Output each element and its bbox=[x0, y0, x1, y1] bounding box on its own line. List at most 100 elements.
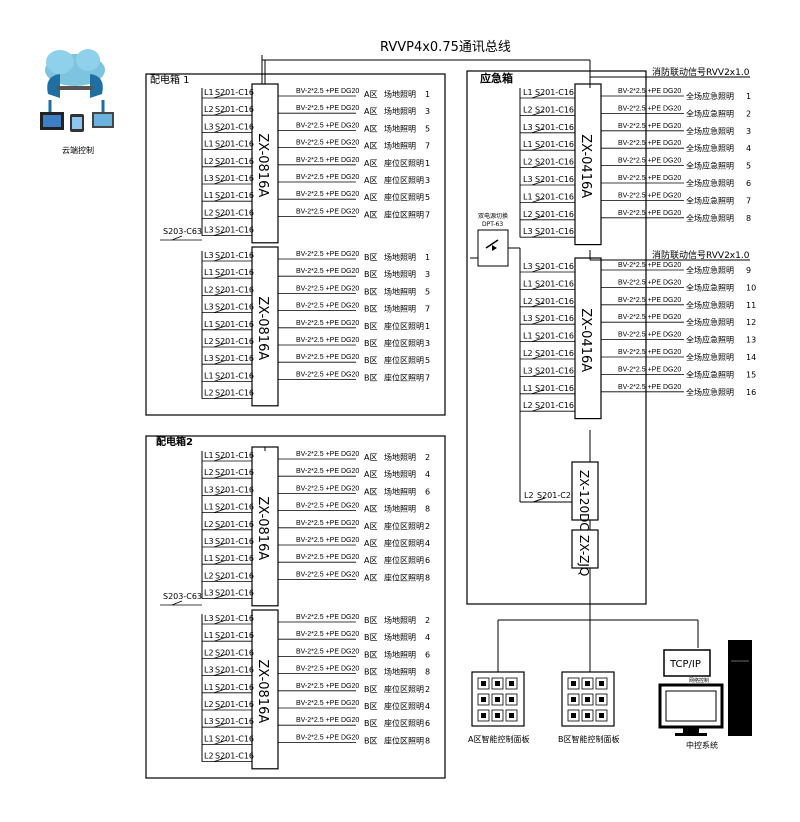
circuit-cable: BV-2*2.5 +PE DG20 bbox=[296, 174, 359, 181]
emergency-breaker-symbol bbox=[531, 232, 545, 238]
circuit-zone: A区 bbox=[364, 176, 377, 185]
circuit-zone: A区 bbox=[364, 193, 377, 202]
circuit-breaker: S201-C16 bbox=[215, 485, 254, 494]
central-sublabel: 网络控制 bbox=[689, 677, 709, 684]
circuit-breaker: S201-C16 bbox=[215, 354, 254, 363]
breaker-switch-symbol bbox=[213, 196, 227, 202]
circuit-cable: BV-2*2.5 +PE DG20 bbox=[296, 371, 359, 378]
cloud-control-icon bbox=[40, 49, 114, 132]
circuit-number: 1 bbox=[425, 253, 430, 262]
emergency-breaker-symbol bbox=[531, 267, 545, 273]
circuit-load: 座位区照明 bbox=[384, 192, 424, 202]
emergency-circuit-number: 16 bbox=[746, 388, 756, 397]
circuit-load: 场地照明 bbox=[384, 469, 416, 479]
emergency-circuit-load: 全场应急照明 bbox=[686, 143, 734, 153]
circuit-phase: L2 bbox=[204, 105, 214, 114]
circuit-load: 座位区照明 bbox=[384, 735, 424, 745]
circuit-phase: L3 bbox=[204, 251, 214, 260]
emergency-module-label: ZX-0416A bbox=[578, 308, 593, 372]
breaker-switch-symbol bbox=[213, 359, 227, 365]
emergency-circuit-phase: L3 bbox=[523, 227, 533, 236]
panel-button-indicator bbox=[495, 713, 500, 718]
circuit-breaker: S201-C16 bbox=[215, 268, 254, 277]
breaker-switch-symbol bbox=[213, 93, 227, 99]
breaker-switch-symbol bbox=[213, 273, 227, 279]
power-module-label: ZX-120DC bbox=[577, 470, 591, 531]
circuit-breaker: S201-C16 bbox=[215, 251, 254, 260]
circuit-zone: A区 bbox=[364, 142, 377, 151]
circuit-breaker: S201-C16 bbox=[215, 451, 254, 460]
circuit-zone: B区 bbox=[364, 719, 378, 728]
box1-title: 配电箱 1 bbox=[150, 73, 190, 86]
circuit-number: 8 bbox=[425, 505, 430, 514]
circuit-number: 2 bbox=[425, 616, 430, 625]
circuit-load: 场地照明 bbox=[384, 304, 416, 314]
circuit-breaker: S201-C16 bbox=[215, 389, 254, 398]
circuit-zone: B区 bbox=[364, 685, 378, 694]
dual-power-model: DPT-63 bbox=[482, 221, 503, 228]
emergency-circuit-number: 2 bbox=[746, 109, 751, 118]
circuit-cable: BV-2*2.5 +PE DG20 bbox=[296, 520, 359, 527]
breaker-switch-symbol bbox=[213, 256, 227, 262]
emergency-circuit-load: 全场应急照明 bbox=[686, 282, 734, 292]
circuit-zone: B区 bbox=[364, 736, 378, 745]
circuit-breaker: S201-C16 bbox=[215, 717, 254, 726]
circuit-phase: L2 bbox=[204, 571, 214, 580]
circuit-number: 7 bbox=[425, 142, 430, 151]
circuit-phase: L3 bbox=[204, 354, 214, 363]
circuit-zone: B区 bbox=[364, 287, 378, 296]
emergency-circuit-load: 全场应急照明 bbox=[686, 352, 734, 362]
emergency-breaker-symbol bbox=[531, 215, 545, 221]
breaker-switch-symbol bbox=[213, 577, 227, 582]
circuit-number: 8 bbox=[425, 736, 430, 745]
fire-signal-lines bbox=[589, 76, 750, 261]
emergency-breaker-symbol bbox=[531, 302, 545, 308]
emergency-circuit-number: 14 bbox=[746, 353, 756, 362]
control-module-box bbox=[251, 83, 279, 244]
circuit-phase: L2 bbox=[204, 157, 214, 166]
breaker-switch-symbol bbox=[213, 671, 227, 676]
circuit-breaker: S201-C16 bbox=[215, 537, 254, 546]
circuit-zone: B区 bbox=[364, 373, 378, 382]
circuit-zone: A区 bbox=[364, 453, 377, 462]
panel-button-indicator bbox=[599, 681, 604, 686]
circuit-zone: B区 bbox=[364, 650, 378, 659]
emergency-breaker-symbol bbox=[531, 93, 545, 99]
emergency-circuit-number: 4 bbox=[746, 144, 751, 153]
emergency-circuit-cable: BV-2*2.5 +PE DG20 bbox=[618, 123, 681, 130]
circuit-number: 7 bbox=[425, 305, 430, 314]
circuit-load: 座位区照明 bbox=[384, 684, 424, 694]
circuit-number: 4 bbox=[425, 702, 430, 711]
emergency-circuit-breaker: S201-C16 bbox=[535, 349, 574, 358]
circuit-load: 场地照明 bbox=[384, 452, 416, 462]
circuit-phase: L1 bbox=[204, 631, 214, 640]
circuit-number: 4 bbox=[425, 633, 430, 642]
circuit-phase: L1 bbox=[204, 554, 214, 563]
emergency-breaker-symbol bbox=[531, 198, 545, 203]
circuit-number: 6 bbox=[425, 719, 430, 728]
power-phase: L2 bbox=[524, 491, 534, 500]
breaker-switch-symbol bbox=[213, 654, 227, 659]
emergency-circuit-phase: L2 bbox=[523, 349, 533, 358]
circuit-breaker: S201-C16 bbox=[215, 752, 254, 761]
emergency-circuit-phase: L3 bbox=[523, 123, 533, 132]
circuit-zone: B区 bbox=[364, 633, 378, 642]
circuit-zone: A区 bbox=[364, 470, 377, 479]
circuit-phase: L3 bbox=[204, 122, 214, 131]
control-module-box bbox=[251, 246, 279, 407]
fire-signal-label-1: 消防联动信号RVV2x1.0 bbox=[652, 66, 750, 78]
emergency-breaker-symbol bbox=[531, 372, 545, 377]
emergency-circuit-cable: BV-2*2.5 +PE DG20 bbox=[618, 105, 681, 112]
breaker-switch-symbol bbox=[213, 508, 227, 513]
circuit-phase: L1 bbox=[204, 88, 214, 97]
circuit-phase: L3 bbox=[204, 614, 214, 623]
breaker-switch-symbol bbox=[213, 231, 227, 236]
breaker-switch-symbol bbox=[213, 179, 227, 185]
emergency-circuit-phase: L2 bbox=[523, 105, 533, 114]
circuit-breaker: S201-C16 bbox=[215, 683, 254, 692]
emergency-breaker-symbol bbox=[531, 145, 545, 151]
emergency-circuit-phase: L2 bbox=[523, 158, 533, 167]
emergency-circuit-breaker: S201-C16 bbox=[535, 384, 574, 393]
emergency-circuit-breaker: S201-C16 bbox=[535, 227, 574, 236]
panel-button-indicator bbox=[481, 713, 486, 718]
